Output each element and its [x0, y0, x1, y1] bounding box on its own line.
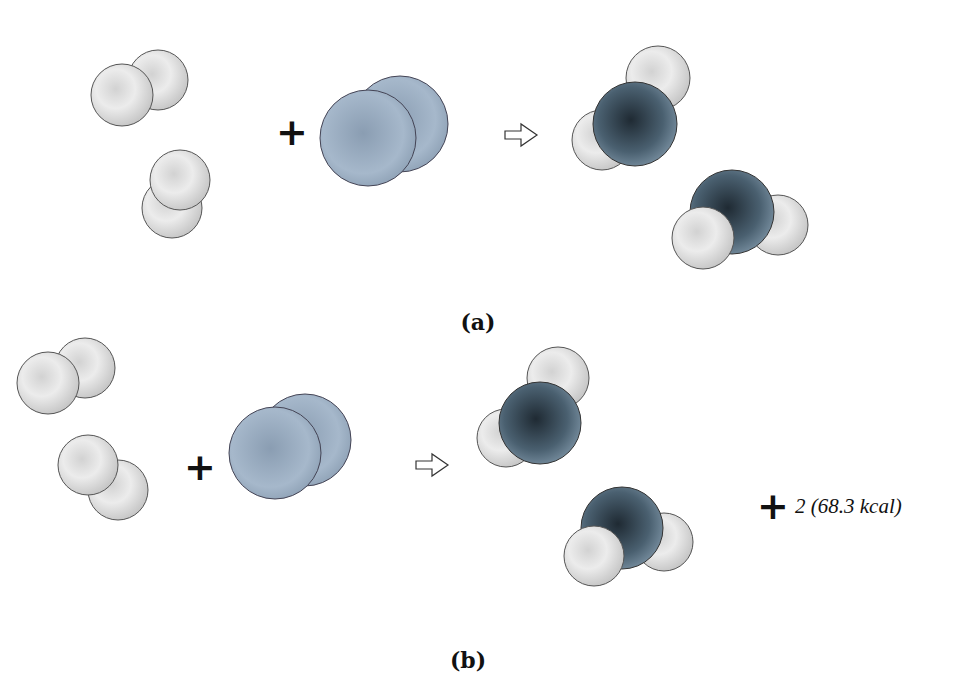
plus-sign: +	[757, 487, 789, 525]
hydrogen-molecule	[17, 338, 115, 414]
plus-sign: +	[184, 448, 216, 486]
reaction-arrow	[505, 124, 537, 146]
oxygen-molecule	[229, 394, 351, 499]
water-molecule	[564, 487, 693, 586]
hydrogen-molecule	[91, 50, 188, 126]
water-molecule	[572, 46, 690, 170]
reaction-arrow	[416, 454, 448, 476]
oxygen-molecule	[320, 76, 448, 186]
panel-label: (a)	[460, 311, 495, 333]
water-molecule	[477, 347, 589, 467]
energy-label: 2 (68.3 kcal)	[795, 496, 902, 517]
panel-label: (b)	[450, 649, 486, 671]
hydrogen-molecule	[142, 150, 210, 238]
water-molecule	[672, 170, 808, 269]
hydrogen-molecule	[58, 435, 148, 520]
plus-sign: +	[276, 113, 308, 151]
